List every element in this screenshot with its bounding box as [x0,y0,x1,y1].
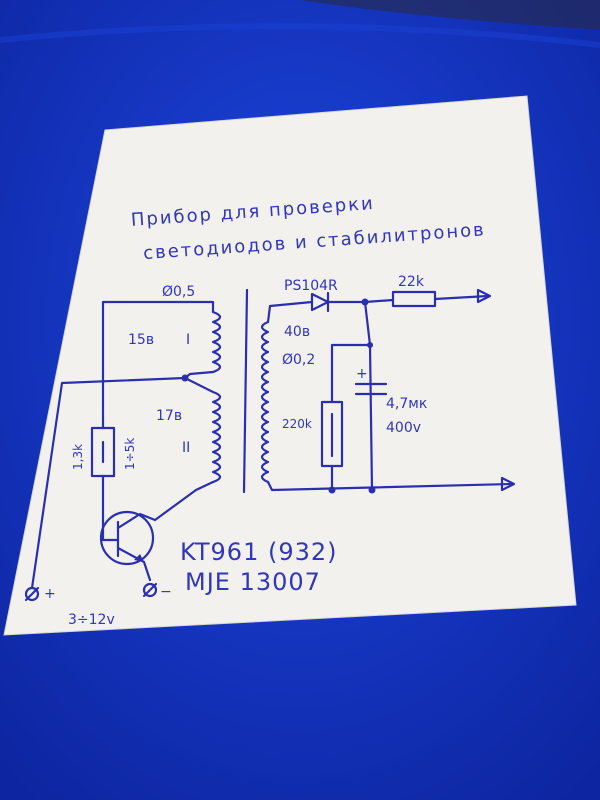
label-transistor-line-1: KT961 (932) [180,538,338,566]
cloth-seam [0,23,600,48]
paper-sheet [3,95,577,636]
secondary-winding [260,320,270,484]
primary-circuit [24,288,249,602]
label-resistor-15k: 1÷5k [123,438,137,470]
output-arrow-bottom [500,476,516,492]
label-winding-2-voltage: 17в [156,408,182,424]
transformer-core-left [242,288,249,494]
label-winding-2-numeral: II [182,440,190,456]
label-capacitor: 4,7мк [386,396,427,412]
label-secondary-voltage: 40в [284,324,310,340]
label-terminal-minus: − [160,584,172,600]
output-arrow-top [476,288,492,304]
label-resistor-22k: 22k [398,274,425,290]
terminal-plus [24,586,40,602]
node-bottom-right [368,486,376,494]
winding-1 [211,310,222,374]
label-resistor-13k: 1,3k [71,444,85,470]
label-capacitor-voltage: 400v [386,420,421,436]
label-capacitor-plus: + [356,366,368,382]
node-bottom-left [328,486,336,494]
label-supply-range: 3÷12v [68,612,115,628]
diode [310,292,330,312]
node-mid [367,342,373,348]
winding-2 [211,390,222,484]
terminal-minus [142,582,158,598]
label-transistor-line-2: MJE 13007 [185,568,321,596]
label-winding-1-numeral: I [186,332,190,348]
label-wire-dia-secondary: Ø0,2 [282,352,315,368]
label-terminal-plus: + [44,586,56,602]
secondary-circuit [260,288,516,494]
label-resistor-220k: 220k [282,417,312,431]
label-winding-1-voltage: 15в [128,332,154,348]
transistor [99,510,155,566]
label-diode: PS104R [284,278,338,294]
cloth-top-edge [300,0,600,30]
label-wire-dia-primary: Ø0,5 [162,284,195,300]
